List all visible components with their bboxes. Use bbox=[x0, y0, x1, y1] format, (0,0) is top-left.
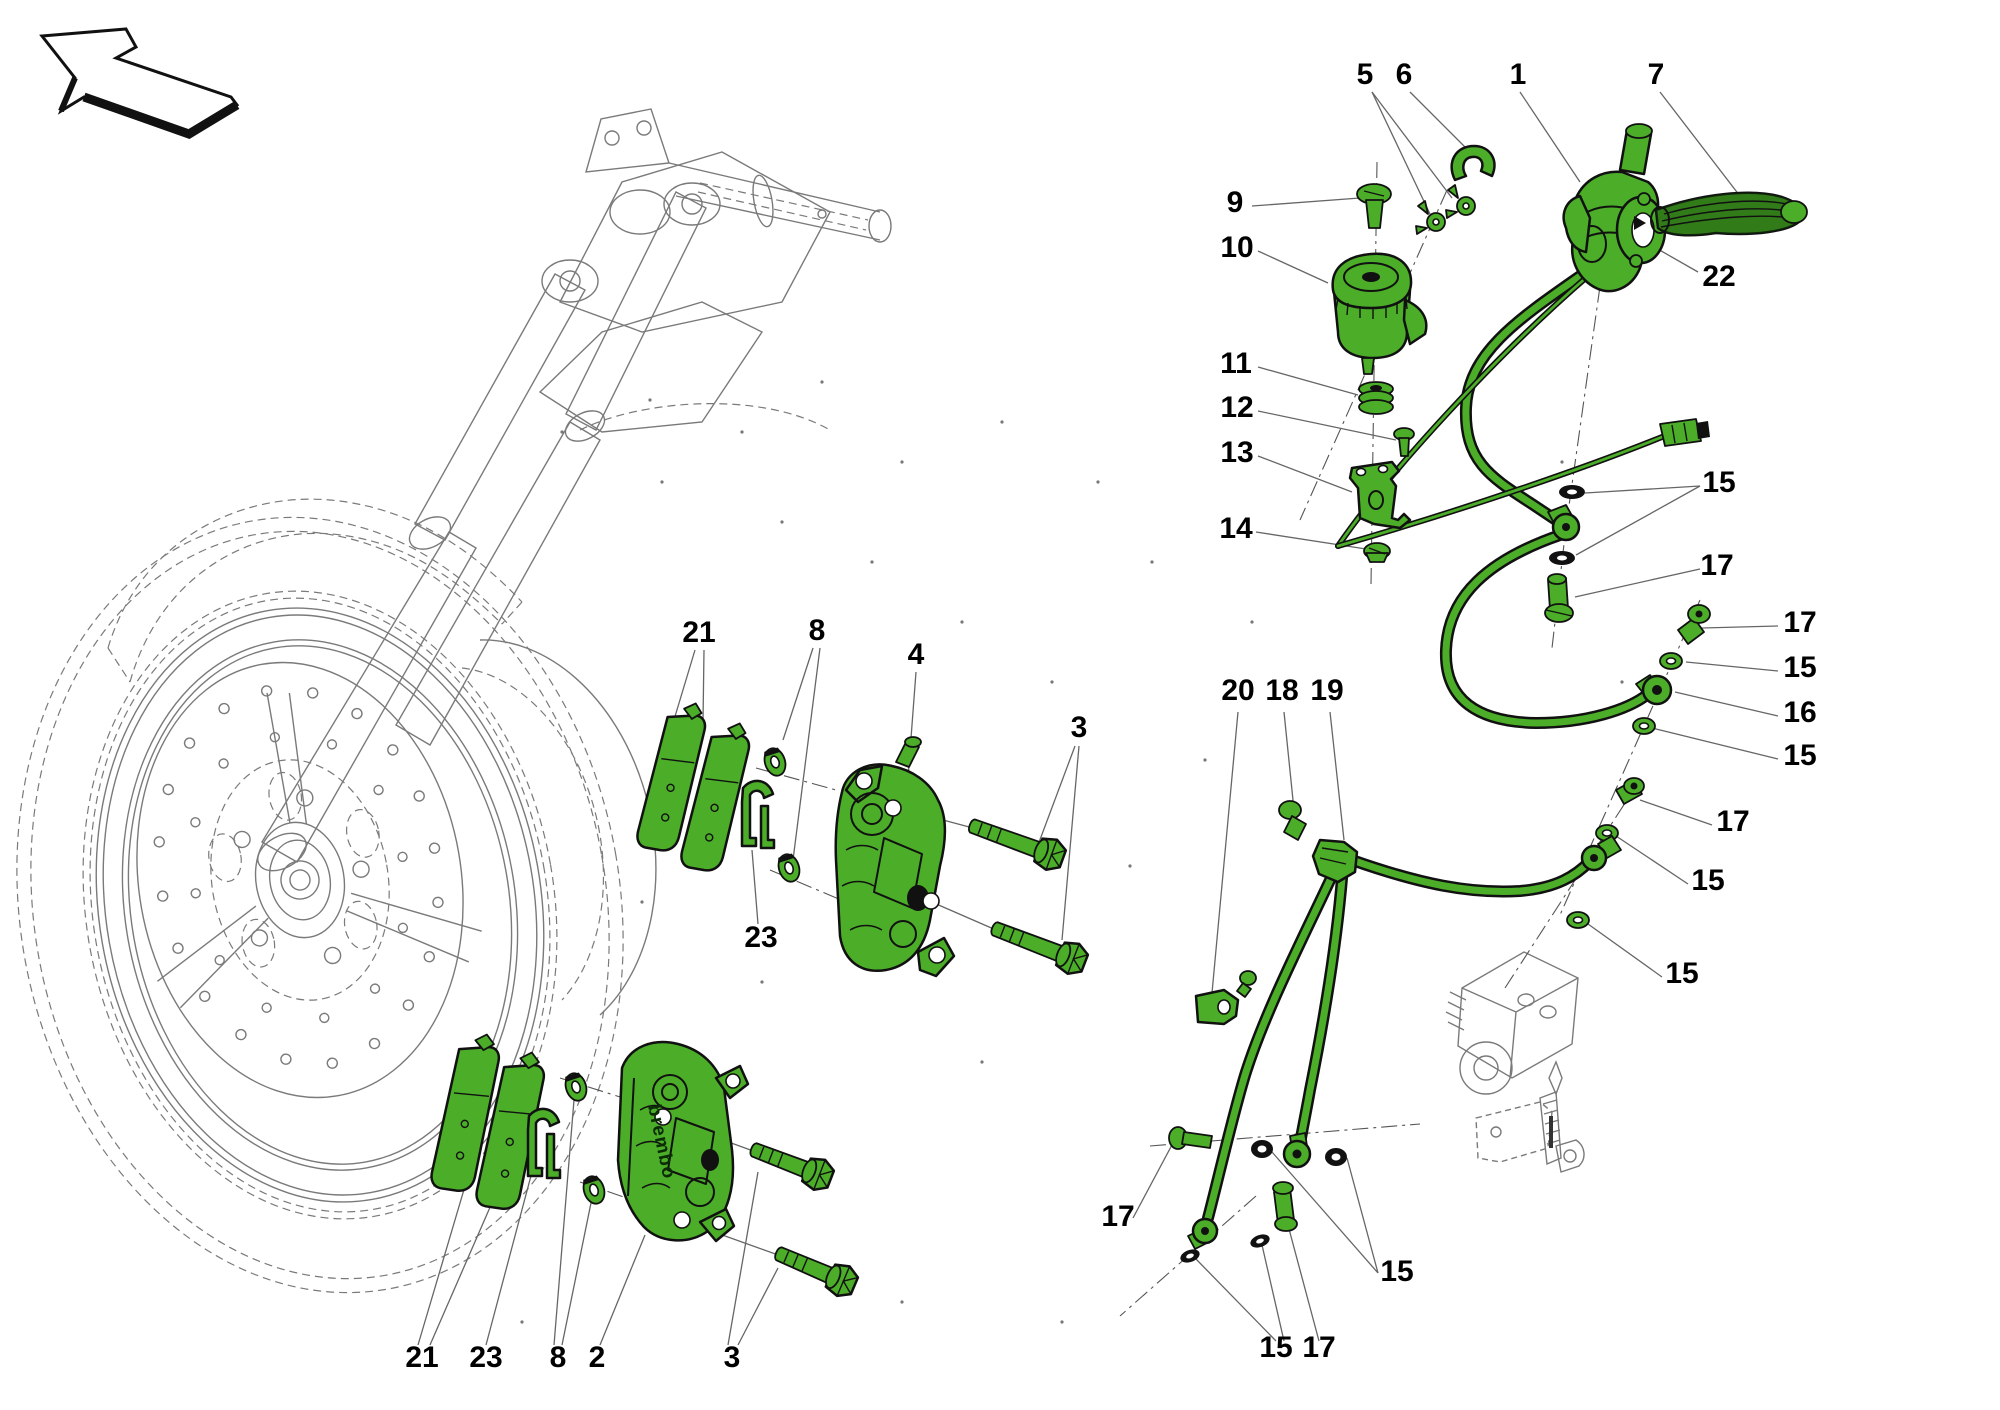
part-label-23: 23 bbox=[469, 1341, 502, 1374]
washer-15-c bbox=[1659, 652, 1683, 670]
part-label-11: 11 bbox=[1220, 347, 1252, 380]
part-label-20: 20 bbox=[1221, 674, 1254, 707]
banjo-elbow-abs bbox=[1580, 835, 1622, 872]
hose-clip-5a bbox=[1445, 184, 1476, 219]
part-label-15: 15 bbox=[1702, 466, 1735, 499]
part-label-6: 6 bbox=[1396, 58, 1413, 91]
washer-15-i bbox=[1180, 1249, 1200, 1263]
part-label-2: 2 bbox=[589, 1341, 606, 1374]
banjo-bolt-17-b bbox=[1677, 604, 1711, 645]
part-label-15: 15 bbox=[1259, 1331, 1292, 1364]
part-label-7: 7 bbox=[1648, 58, 1665, 91]
part-label-17: 17 bbox=[1783, 606, 1816, 639]
part-label-8: 8 bbox=[550, 1341, 567, 1374]
part-label-5: 5 bbox=[1357, 58, 1374, 91]
part-label-12: 12 bbox=[1220, 391, 1253, 424]
caliper-bolt-3-b bbox=[990, 921, 1090, 976]
banjo-fitting-16 bbox=[1635, 674, 1673, 706]
reservoir-screw-12 bbox=[1393, 427, 1415, 457]
part-label-17: 17 bbox=[1101, 1200, 1134, 1233]
part-label-21: 21 bbox=[405, 1341, 438, 1374]
part-label-17: 17 bbox=[1302, 1331, 1335, 1364]
washer-15-h bbox=[1325, 1148, 1347, 1166]
part-label-14: 14 bbox=[1219, 512, 1253, 545]
reservoir-bellow-11 bbox=[1358, 381, 1394, 415]
reservoir-screw-14 bbox=[1363, 542, 1391, 563]
washer-15-g bbox=[1251, 1140, 1273, 1158]
part-label-15: 15 bbox=[1783, 651, 1816, 684]
banjo-fitting-right-caliper bbox=[1282, 1132, 1312, 1169]
mount-grommet-8-upper-b bbox=[777, 853, 801, 883]
mount-grommet-8-upper-a bbox=[763, 747, 787, 777]
washer-15-f bbox=[1566, 911, 1590, 929]
speckle-dots bbox=[520, 380, 1624, 1324]
part-label-15: 15 bbox=[1665, 957, 1698, 990]
hose-guide-6 bbox=[1450, 144, 1496, 182]
brake-pad-21-lower-a bbox=[430, 1033, 501, 1192]
part-label-15: 15 bbox=[1691, 864, 1724, 897]
fluid-reservoir-10 bbox=[1331, 252, 1428, 375]
washer-15-b bbox=[1549, 551, 1575, 565]
part-label-3: 3 bbox=[724, 1341, 741, 1374]
brake-hose-junction-to-abs bbox=[1346, 854, 1596, 898]
part-label-16: 16 bbox=[1783, 696, 1816, 729]
caliper-bolt-3-d bbox=[774, 1246, 860, 1298]
reservoir-bracket-13 bbox=[1348, 460, 1412, 530]
part-label-15: 15 bbox=[1783, 739, 1816, 772]
banjo-bolt-17-e bbox=[1272, 1181, 1298, 1232]
pad-spring-clip-23-lower bbox=[526, 1107, 562, 1180]
part-label-9: 9 bbox=[1227, 186, 1244, 219]
part-label-15: 15 bbox=[1380, 1255, 1413, 1288]
part-label-18: 18 bbox=[1265, 674, 1298, 707]
hose-clamp-20 bbox=[1194, 970, 1257, 1026]
part-label-13: 13 bbox=[1220, 436, 1253, 469]
banjo-bolt-17-a bbox=[1544, 573, 1574, 623]
banjo-elbow-upper bbox=[1547, 504, 1581, 542]
green-parts: brembo bbox=[430, 123, 1808, 1298]
junction-bolt-18 bbox=[1278, 800, 1307, 841]
brake-pad-21-lower-b bbox=[475, 1051, 546, 1210]
brake-hose-junction-to-caliper-left bbox=[1202, 870, 1338, 1224]
hose-junction-19 bbox=[1311, 838, 1359, 884]
washer-15-a bbox=[1559, 485, 1585, 499]
washer-15-d bbox=[1632, 717, 1656, 735]
brake-caliper-2: brembo bbox=[616, 1040, 750, 1243]
brake-caliper-4 bbox=[834, 736, 956, 978]
part-label-17: 17 bbox=[1716, 805, 1749, 838]
brake-lever-7 bbox=[1650, 191, 1808, 237]
brake-hose-master-to-abs bbox=[1459, 266, 1592, 526]
caliper-bolt-3-a bbox=[968, 818, 1068, 872]
brake-hose-16 bbox=[1439, 529, 1654, 730]
banjo-elbow-left-caliper bbox=[1187, 1217, 1219, 1250]
part-label-23: 23 bbox=[744, 921, 777, 954]
brake-hose-junction-to-caliper-right bbox=[1293, 872, 1348, 1156]
direction-arrow-icon bbox=[39, 27, 240, 139]
part-label-17: 17 bbox=[1700, 549, 1733, 582]
hose-clip-5b bbox=[1415, 200, 1446, 235]
pad-spring-clip-23-upper bbox=[740, 779, 776, 850]
ghost-front-end-drawing bbox=[16, 108, 1624, 1324]
mount-grommet-8-lower-a bbox=[564, 1072, 588, 1102]
wire-connector bbox=[1659, 418, 1702, 447]
washer-15-j bbox=[1250, 1234, 1270, 1248]
banjo-bolt-17-c bbox=[1615, 777, 1645, 805]
brake-pad-21-upper-a bbox=[636, 702, 707, 852]
banjo-bolt-17-d bbox=[1168, 1126, 1213, 1150]
brake-pad-21-upper-b bbox=[680, 722, 751, 872]
caliper-bolt-3-c bbox=[749, 1142, 836, 1192]
reservoir-screw-9 bbox=[1356, 183, 1392, 229]
part-label-8: 8 bbox=[809, 614, 826, 647]
part-label-4: 4 bbox=[908, 638, 925, 671]
part-label-21: 21 bbox=[682, 616, 715, 649]
part-label-19: 19 bbox=[1310, 674, 1343, 707]
part-label-3: 3 bbox=[1071, 711, 1088, 744]
part-label-22: 22 bbox=[1702, 260, 1735, 293]
mount-grommet-8-lower-b bbox=[582, 1175, 606, 1205]
part-label-10: 10 bbox=[1220, 231, 1253, 264]
part-label-1: 1 bbox=[1510, 58, 1527, 91]
